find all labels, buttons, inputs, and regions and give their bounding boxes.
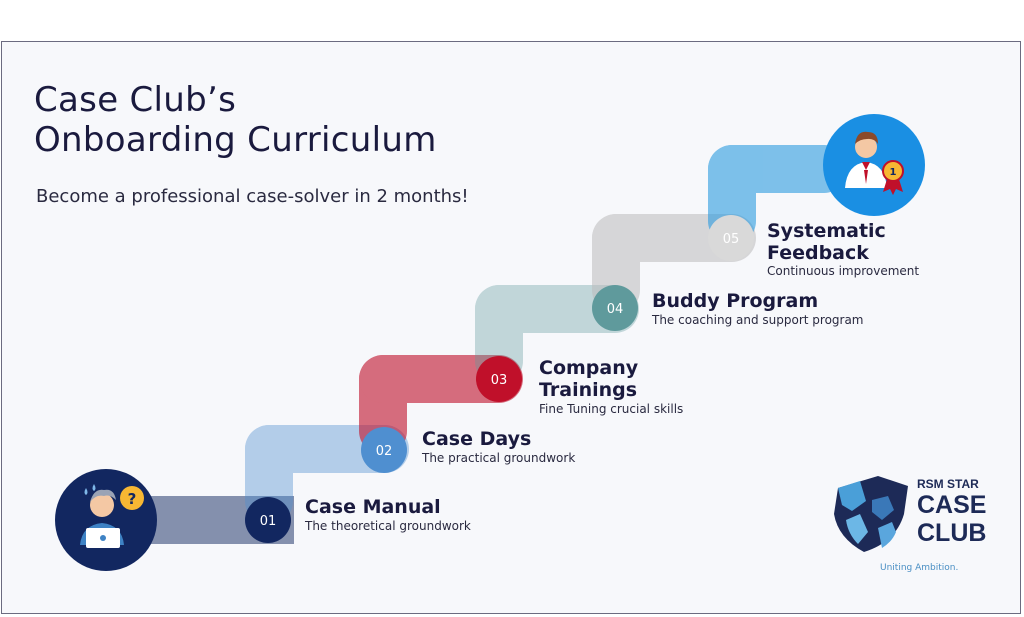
step-01-marker: 01 bbox=[245, 497, 291, 543]
step-03-title: Company Trainings bbox=[539, 357, 639, 401]
step-03-number: 03 bbox=[491, 373, 508, 388]
step-05-title: Systematic Feedback bbox=[767, 220, 886, 264]
step-03-description: Fine Tuning crucial skills bbox=[539, 402, 684, 416]
subtitle: Become a professional case-solver in 2 m… bbox=[36, 186, 469, 207]
step-04-title: Buddy Program bbox=[652, 290, 819, 312]
step-02-description: The practical groundwork bbox=[422, 451, 576, 465]
step-05-number: 05 bbox=[723, 232, 740, 247]
step-01-description: The theoretical groundwork bbox=[305, 519, 471, 533]
step-03-marker: 03 bbox=[476, 356, 522, 402]
logo-line-3: CLUB bbox=[917, 519, 987, 547]
title-line-1: Case Club’s bbox=[34, 80, 237, 120]
step-01-title: Case Manual bbox=[305, 496, 441, 518]
step-04-number: 04 bbox=[607, 302, 624, 317]
svg-text:1: 1 bbox=[890, 167, 897, 178]
logo-line-2: CASE bbox=[917, 491, 987, 519]
logo-tagline: Uniting Ambition. bbox=[880, 563, 959, 573]
step-05-marker: 05 bbox=[708, 215, 754, 261]
page-title: Case Club’s Onboarding Curriculum bbox=[34, 80, 437, 160]
step-04-marker: 04 bbox=[592, 285, 638, 331]
step-02-marker: 02 bbox=[361, 427, 407, 473]
step-04-description: The coaching and support program bbox=[652, 313, 864, 327]
case-club-logo-shield bbox=[834, 476, 908, 552]
logo-line-1: RSM STAR bbox=[917, 477, 979, 491]
step-02-title: Case Days bbox=[422, 428, 532, 450]
step-01-number: 01 bbox=[260, 514, 277, 529]
professional-award-medal-icon: 1 bbox=[823, 114, 925, 216]
svg-text:?: ? bbox=[128, 490, 137, 508]
step-05-description: Continuous improvement bbox=[767, 264, 920, 278]
title-line-2: Onboarding Curriculum bbox=[34, 120, 437, 160]
step-02-number: 02 bbox=[376, 444, 393, 459]
confused-student-laptop-icon: ? bbox=[55, 469, 157, 571]
